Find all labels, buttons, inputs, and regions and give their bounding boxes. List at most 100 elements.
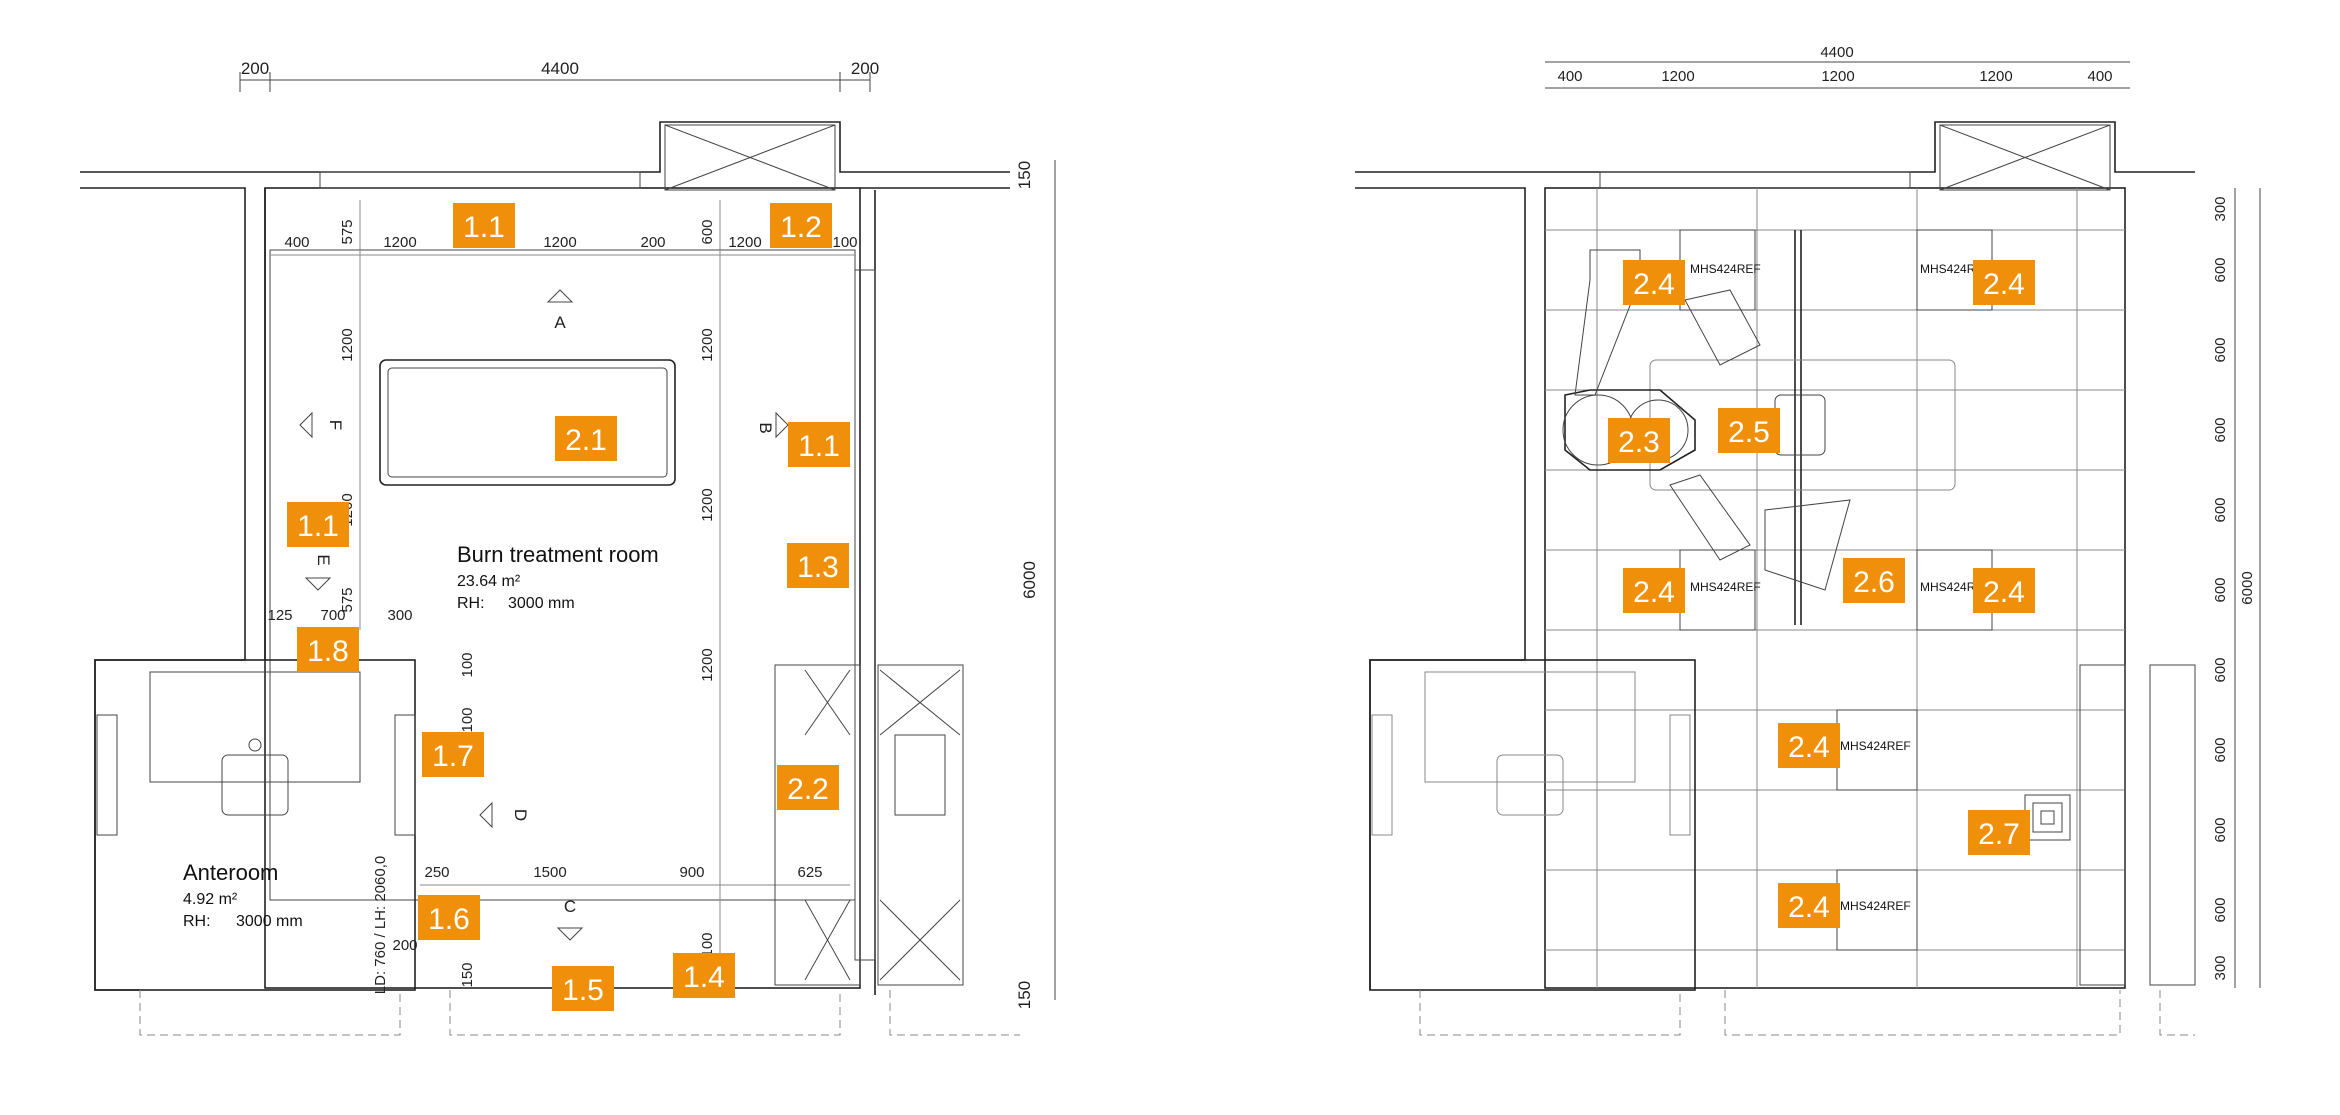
badge-1-2: 1.2 (770, 203, 832, 248)
dim-inner-100: 100 (832, 234, 857, 251)
svg-text:1.7: 1.7 (432, 740, 474, 773)
ante-room-rh-value: 3000 mm (236, 913, 303, 930)
view-a-label: A (554, 313, 566, 332)
left-plan: 200 4400 200 400 1200 1200 200 1200 100 … (80, 59, 1056, 1036)
badge-2-3: 2.3 (1608, 418, 1670, 463)
dim-v-575-top: 575 (339, 219, 356, 244)
r-dim-4400: 4400 (1820, 44, 1853, 61)
dim-right-150-top: 150 (1015, 161, 1034, 189)
badge-1-1-right: 1.1 (788, 422, 850, 467)
r-side-300-top: 300 (2212, 196, 2229, 221)
dim-v-150: 150 (459, 962, 476, 987)
r-dim-400a: 400 (1557, 68, 1582, 85)
svg-text:1.5: 1.5 (562, 974, 604, 1007)
dim-top-right: 200 (851, 59, 879, 78)
dim-250: 250 (424, 864, 449, 881)
door-size-label: LD: 760 / LH: 2060,0 (372, 856, 389, 994)
svg-text:2.4: 2.4 (1788, 731, 1830, 764)
dim-v-100c: 100 (699, 932, 716, 957)
badge-1-4: 1.4 (673, 953, 735, 998)
badge-2-1: 2.1 (555, 416, 617, 461)
dim-right-150-bot: 150 (1015, 981, 1034, 1009)
dim-v-1200e: 1200 (699, 648, 716, 681)
svg-text:1.1: 1.1 (463, 211, 505, 244)
dim-inner-1200c: 1200 (728, 234, 761, 251)
svg-text:2.3: 2.3 (1618, 426, 1660, 459)
main-room-name: Burn treatment room (457, 542, 659, 567)
badge-2-4-c: 2.4 (1623, 568, 1685, 613)
badge-1-1-top: 1.1 (453, 203, 515, 248)
ante-room-rh-label: RH: (183, 913, 211, 930)
r-side-600-8: 600 (2212, 817, 2229, 842)
r-side-600-5: 600 (2212, 577, 2229, 602)
svg-text:2.5: 2.5 (1728, 416, 1770, 449)
r-side-600-6: 600 (2212, 657, 2229, 682)
svg-text:2.4: 2.4 (1633, 576, 1675, 609)
right-plan: 4400 400 1200 1200 1200 400 (1355, 44, 2261, 1036)
badge-2-4-d: 2.4 (1973, 568, 2035, 613)
r-dim-400b: 400 (2087, 68, 2112, 85)
dim-top-center: 4400 (541, 59, 579, 78)
view-b-label: B (756, 422, 775, 433)
dim-625: 625 (797, 864, 822, 881)
mhs-label-6: MHS424REF (1840, 899, 1911, 913)
view-d-label: D (511, 809, 530, 821)
svg-text:2.1: 2.1 (565, 424, 607, 457)
badge-2-6: 2.6 (1843, 558, 1905, 603)
ante-room-name: Anteroom (183, 860, 278, 885)
view-c-label: C (564, 897, 576, 916)
dim-inner-1200a: 1200 (383, 234, 416, 251)
badge-1-3: 1.3 (787, 543, 849, 588)
dim-125: 125 (267, 607, 292, 624)
svg-text:1.1: 1.1 (297, 510, 339, 543)
svg-text:1.2: 1.2 (780, 211, 822, 244)
svg-text:2.6: 2.6 (1853, 566, 1895, 599)
r-dim-1200a: 1200 (1661, 68, 1694, 85)
badge-2-5: 2.5 (1718, 408, 1780, 453)
main-room-area: 23.64 m² (457, 573, 521, 590)
r-side-600-2: 600 (2212, 337, 2229, 362)
badge-2-4-a: 2.4 (1623, 260, 1685, 305)
mhs-label-3: MHS424REF (1690, 580, 1761, 594)
dim-v-1200d: 1200 (699, 488, 716, 521)
r-side-600-1: 600 (2212, 257, 2229, 282)
r-side-600-4: 600 (2212, 497, 2229, 522)
badge-2-4-f: 2.4 (1778, 883, 1840, 928)
ante-room-area: 4.92 m² (183, 891, 238, 908)
svg-text:2.4: 2.4 (1788, 891, 1830, 924)
dim-v-100b: 100 (459, 707, 476, 732)
badge-2-7: 2.7 (1968, 810, 2030, 855)
badge-1-7: 1.7 (422, 732, 484, 777)
main-room-rh-value: 3000 mm (508, 595, 575, 612)
badge-2-4-b: 2.4 (1973, 260, 2035, 305)
svg-text:2.4: 2.4 (1983, 576, 2025, 609)
svg-text:1.3: 1.3 (797, 551, 839, 584)
dim-700: 700 (320, 607, 345, 624)
svg-text:1.8: 1.8 (307, 635, 349, 668)
badge-2-2: 2.2 (777, 765, 839, 810)
dim-900: 900 (679, 864, 704, 881)
badge-1-6: 1.6 (418, 895, 480, 940)
view-f-label: F (326, 420, 345, 430)
dim-v-1200a: 1200 (339, 328, 356, 361)
badge-1-8: 1.8 (297, 627, 359, 672)
dim-v-100a: 100 (459, 652, 476, 677)
dim-v-600: 600 (699, 219, 716, 244)
dim-inner-1200b: 1200 (543, 234, 576, 251)
dim-v-575-bot: 575 (339, 587, 356, 612)
svg-text:1.4: 1.4 (683, 961, 725, 994)
r-dim-1200b: 1200 (1821, 68, 1854, 85)
svg-text:2.4: 2.4 (1983, 268, 2025, 301)
svg-text:2.7: 2.7 (1978, 818, 2020, 851)
dim-1500: 1500 (533, 864, 566, 881)
mhs-label-1: MHS424REF (1690, 262, 1761, 276)
r-side-600-3: 600 (2212, 417, 2229, 442)
dim-v-1200c: 1200 (699, 328, 716, 361)
dim-top-left: 200 (241, 59, 269, 78)
badge-1-5: 1.5 (552, 966, 614, 1011)
dim-inner-200: 200 (640, 234, 665, 251)
dim-200: 200 (392, 937, 417, 954)
badge-2-4-e: 2.4 (1778, 723, 1840, 768)
